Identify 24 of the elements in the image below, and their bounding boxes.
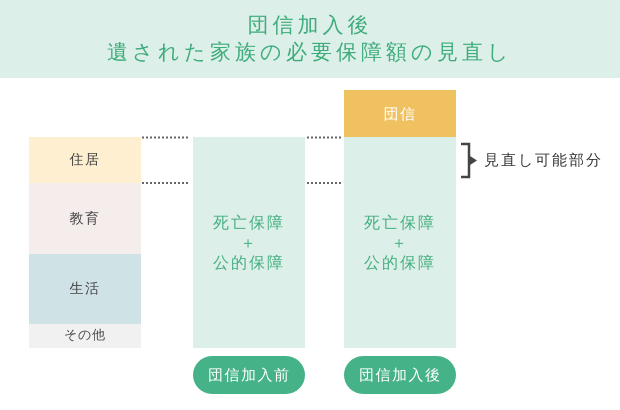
bar-label: 公的保障 [364,252,436,272]
diagram-title: 団信加入後遺された家族の必要保障額の見直し [106,12,514,66]
segment-label: 住居 [70,151,100,170]
bar-label: 死亡保障 [213,212,285,232]
bar-label: ＋ [391,232,409,252]
bar-label: 公的保障 [213,252,285,272]
bar-column [344,137,456,348]
bracket-label: 見直し可能部分 [484,150,603,170]
pill-label: 団信加入前 [208,365,290,385]
bar-segment [29,137,141,183]
bar-segment [29,254,141,324]
caption-pill [193,356,305,394]
bar-column [193,137,305,348]
segment-label: 団信 [384,104,416,124]
caption-pill [344,356,456,394]
segment-label: 教育 [70,210,100,228]
bar-segment [29,324,141,348]
bar-label: 死亡保障 [364,212,436,232]
bar-segment [29,183,141,254]
bar-label: ＋ [240,232,258,252]
segment-label: その他 [64,327,106,345]
segment-label: 生活 [70,280,100,299]
pill-label: 団信加入後 [358,365,442,385]
bar-segment [344,90,456,137]
